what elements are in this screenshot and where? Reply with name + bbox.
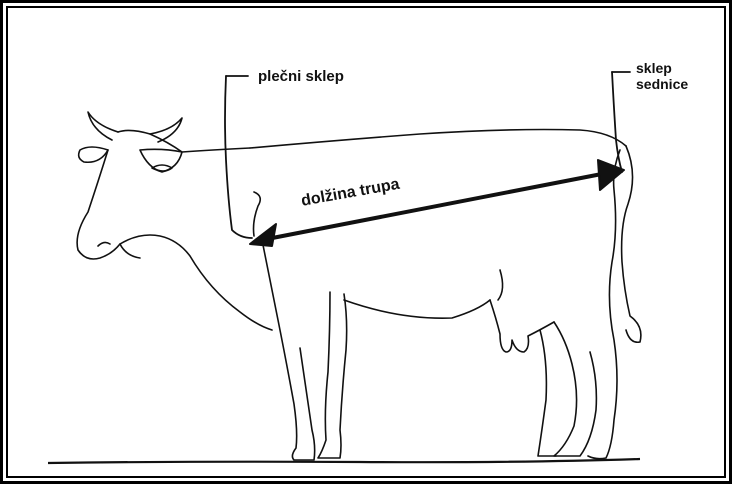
inner-frame-border: [7, 7, 725, 477]
horn-right: [150, 118, 182, 142]
flank-line: [498, 270, 503, 300]
back-line: [250, 130, 626, 149]
horn-left: [88, 112, 118, 140]
poll-line: [118, 130, 250, 152]
ear-left: [79, 147, 108, 162]
shoulder-line: [254, 192, 261, 236]
shoulder-point-label: plečni sklep: [258, 69, 344, 84]
shoulder-point-marker: [225, 76, 252, 238]
front-leg-1: [262, 240, 315, 460]
head-jaw-dewlap: [77, 150, 272, 330]
hind-leg-2: [538, 330, 556, 456]
hind-leg-1: [554, 322, 596, 456]
tail: [622, 146, 641, 342]
cow-outline: [77, 112, 641, 460]
rear-leg-back: [588, 150, 620, 459]
front-leg-2: [318, 292, 347, 458]
pin-bone-label-line1: sklep: [636, 60, 726, 76]
belly-line: [344, 300, 490, 318]
ear-right: [140, 149, 182, 172]
udder: [490, 300, 554, 352]
pin-bone-label: sklep sednice: [636, 60, 726, 92]
mouth: [120, 244, 140, 258]
shoulder-leader-line: [225, 76, 252, 238]
nostril: [98, 242, 110, 246]
pin-bone-marker: [612, 72, 630, 172]
pin-bone-label-line2: sednice: [636, 76, 726, 92]
ground-line: [48, 459, 640, 463]
